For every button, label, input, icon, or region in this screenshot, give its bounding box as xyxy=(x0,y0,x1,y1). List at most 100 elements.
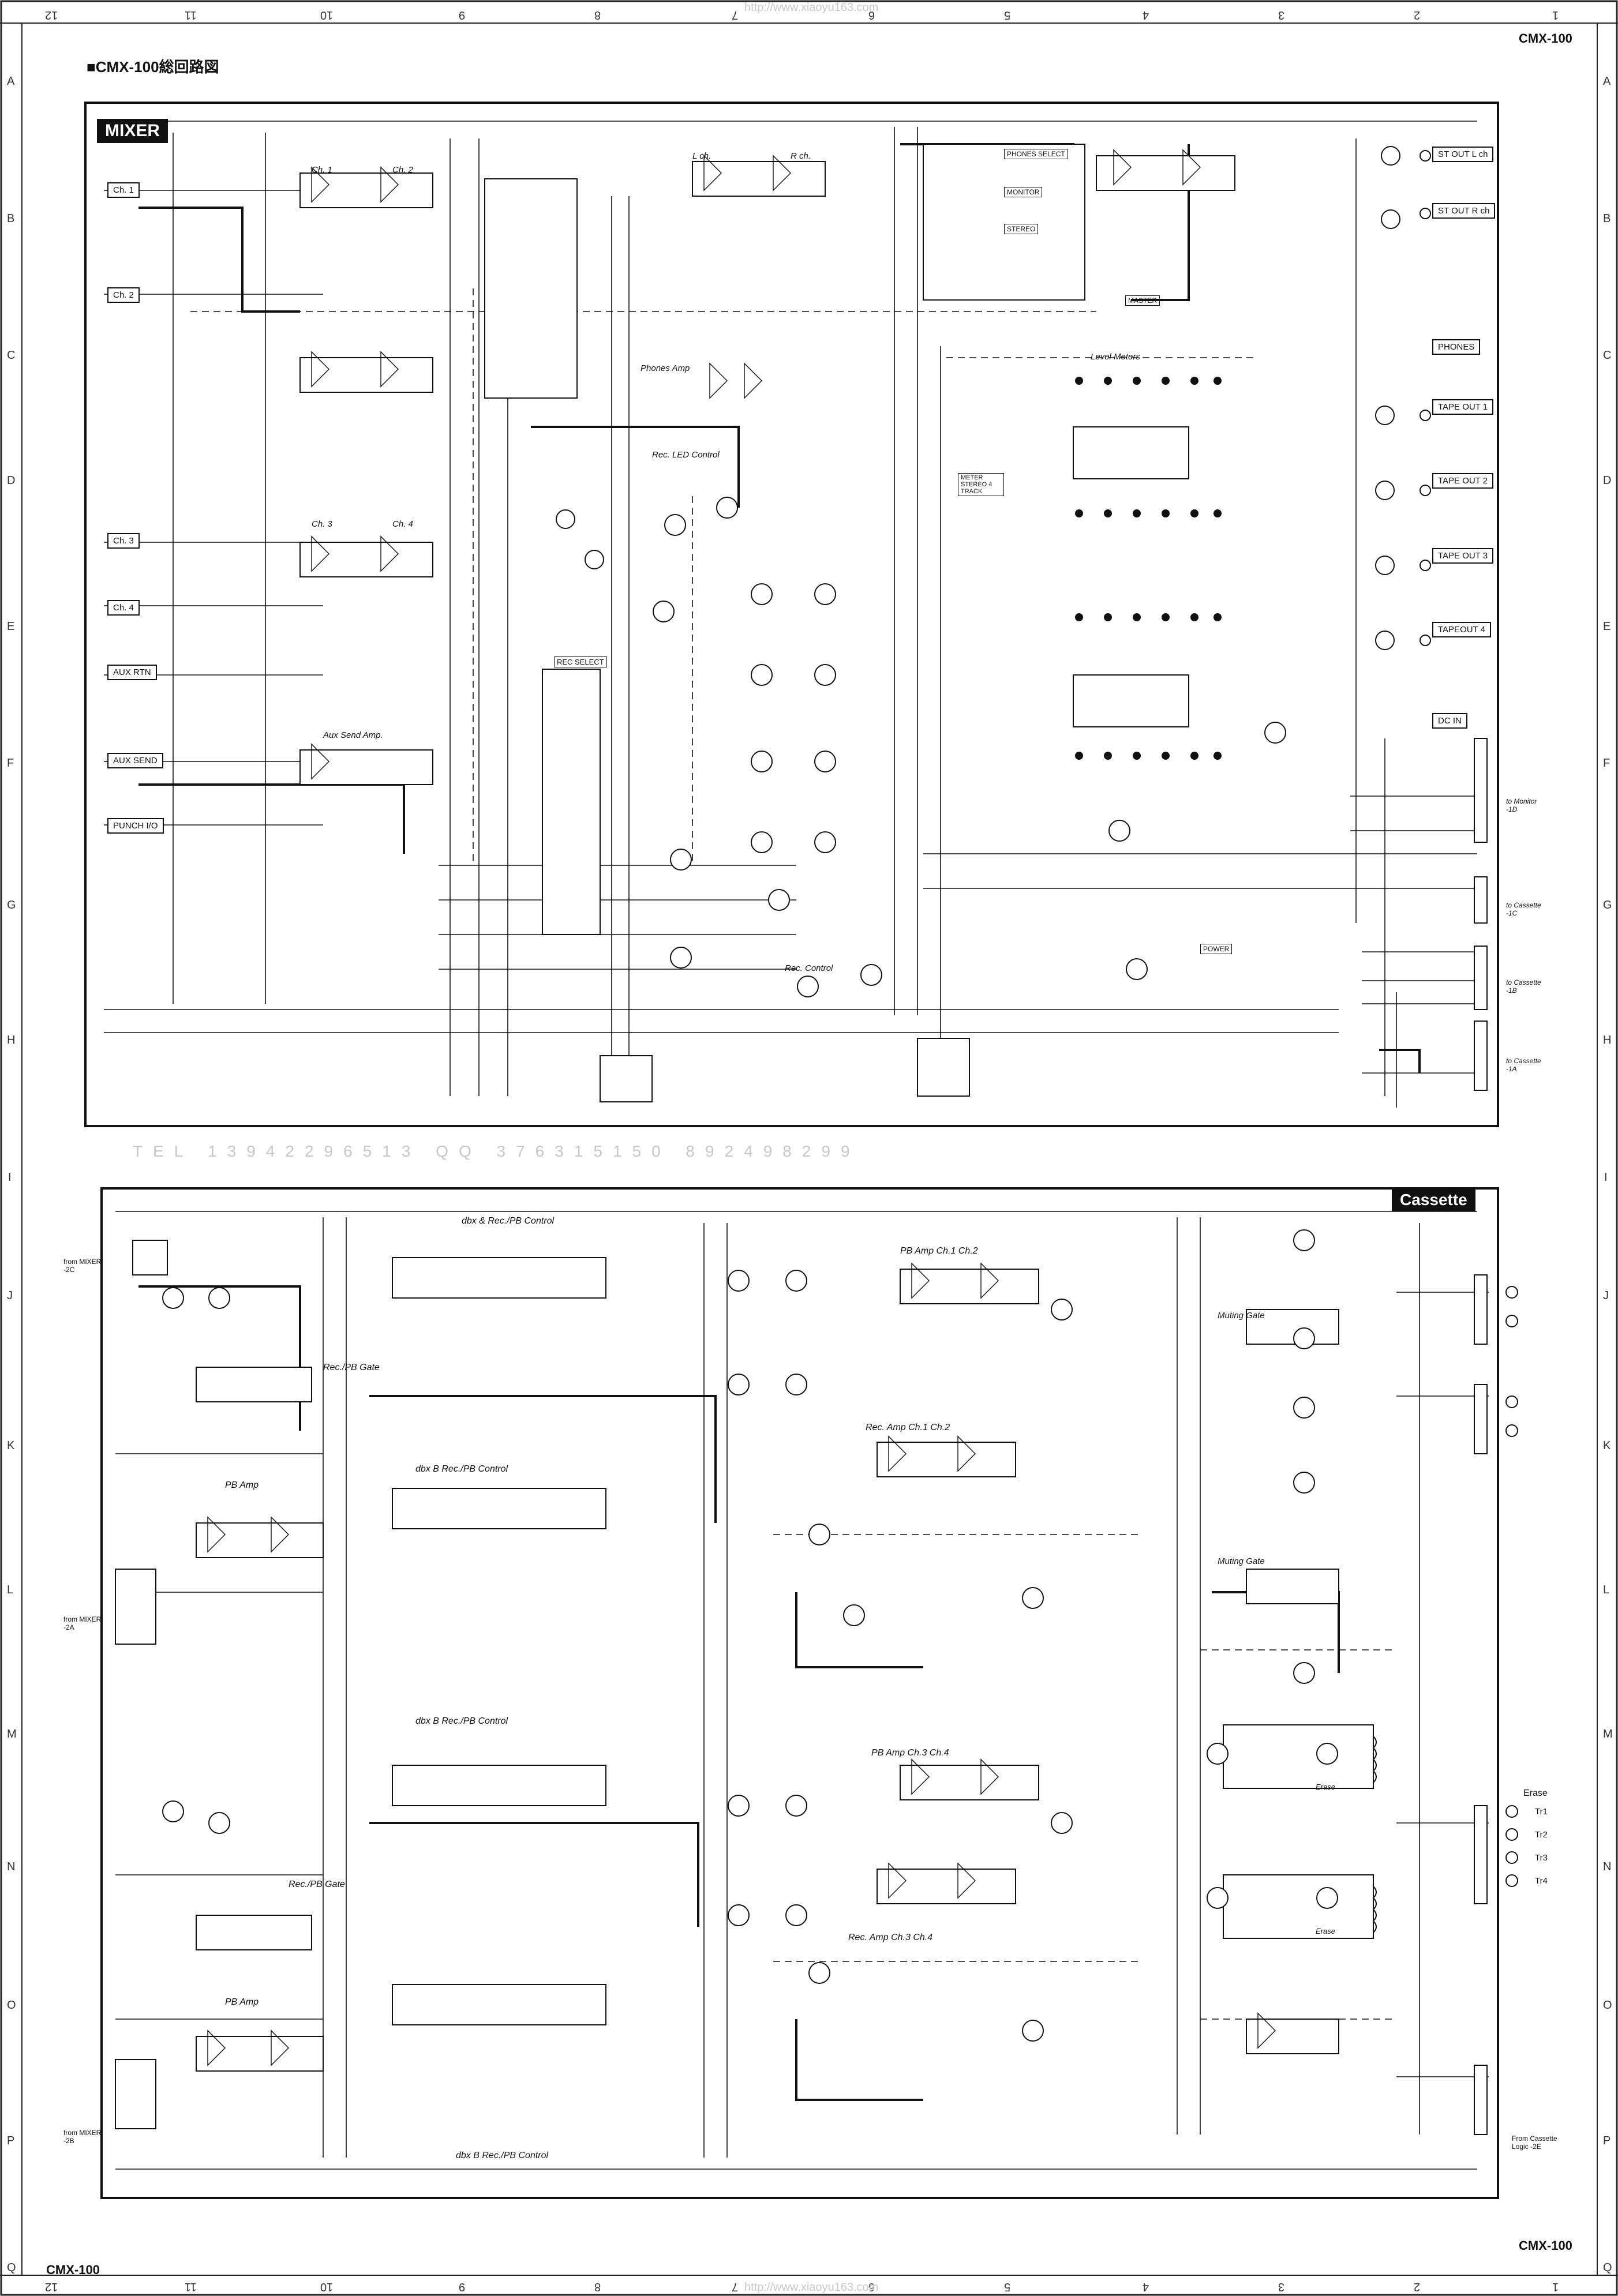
zone-5: 5 xyxy=(1004,9,1011,21)
model-label-bottom-left: CMX-100 xyxy=(46,2263,100,2277)
stereo-label: STEREO xyxy=(1004,224,1039,234)
rec-amp-ch1-ch2-label: Rec. Amp Ch.1 Ch.2 xyxy=(866,1423,950,1432)
muting-gate-ch3-label: Muting Gate xyxy=(1218,1556,1265,1566)
zone-12-bottom: 12 xyxy=(45,2280,58,2293)
zone-letter-q-right: Q xyxy=(1603,2261,1612,2274)
model-label-top: CMX-100 xyxy=(1519,31,1572,46)
zone-5-bottom: 5 xyxy=(1004,2280,1011,2293)
output-tape-out-3-label: TAPE OUT 3 xyxy=(1432,548,1494,564)
output-tape-out-2-label: TAPE OUT 2 xyxy=(1432,473,1494,489)
zone-8-bottom: 8 xyxy=(594,2280,601,2293)
input-punch-io-label: PUNCH I/O xyxy=(107,818,164,834)
to-monitor-note: to Monitor -1D xyxy=(1506,797,1537,813)
meter-stereo-4track-label: METER STEREO 4 TRACK xyxy=(958,473,1004,496)
zone-4-bottom: 4 xyxy=(1143,2280,1149,2293)
zone-letter-f-right: F xyxy=(1603,757,1610,770)
zone-8: 8 xyxy=(594,9,601,21)
zone-letter-a-right: A xyxy=(1603,75,1611,88)
zone-letter-c-right: C xyxy=(1603,349,1612,362)
watermark-phone: TEL 13942296513 QQ 376315150 892498299 xyxy=(133,1142,860,1160)
zone-letter-a: A xyxy=(7,75,15,88)
zone-9: 9 xyxy=(459,9,466,21)
page-title: ■CMX-100総回路図 xyxy=(87,55,219,77)
zone-3-bottom: 3 xyxy=(1278,2280,1285,2293)
phones-amp-label: Phones Amp xyxy=(641,363,690,373)
output-st-out-l-label: ST OUT L ch xyxy=(1432,147,1494,162)
zone-letter-m-right: M xyxy=(1603,1728,1613,1740)
zone-letter-o-right: O xyxy=(1603,1999,1612,2012)
pb-amp-ch3-ch4-label: PB Amp xyxy=(225,1997,259,2007)
level-meters-label: Level Meters xyxy=(1091,352,1140,362)
from-mixer-2c-note: from MIXER -2C xyxy=(63,1258,102,1274)
dbx-rec-pb-control-ch3-label: dbx B Rec./PB Control xyxy=(415,1716,508,1726)
to-cassette-1b-note: to Cassette -1B xyxy=(1506,978,1541,995)
input-aux-rtn-label: AUX RTN xyxy=(107,665,157,680)
zone-2-bottom: 2 xyxy=(1414,2280,1421,2293)
tr3-output-label: Tr3 xyxy=(1535,1853,1548,1863)
zone-10-bottom: 10 xyxy=(320,2280,334,2293)
tr2-output-label: Tr2 xyxy=(1535,1830,1548,1840)
phones-select-label: PHONES SELECT xyxy=(1004,149,1068,159)
mixer-lch-label: L ch. xyxy=(692,151,711,161)
erase-output-label: Erase xyxy=(1523,1788,1548,1798)
zone-letter-l-right: L xyxy=(1603,1584,1610,1596)
zone-letter-i: I xyxy=(8,1171,12,1184)
zone-letter-l: L xyxy=(7,1584,14,1596)
zone-12: 12 xyxy=(45,9,58,21)
zone-letter-e: E xyxy=(7,620,15,633)
zone-letter-j-right: J xyxy=(1603,1289,1609,1302)
zone-letter-e-right: E xyxy=(1603,620,1611,633)
zone-letter-j: J xyxy=(7,1289,13,1302)
zone-letter-b-right: B xyxy=(1603,212,1611,225)
zone-letter-n-right: N xyxy=(1603,1860,1612,1873)
zone-letter-p: P xyxy=(7,2134,15,2147)
output-phones-label: PHONES xyxy=(1432,339,1481,355)
from-mixer-2b-note: from MIXER -2B xyxy=(63,2129,102,2145)
from-cassette-logic-note: From Cassette Logic -2E xyxy=(1512,2134,1557,2151)
zone-letter-b: B xyxy=(7,212,15,225)
zone-1: 1 xyxy=(1552,9,1559,21)
zone-letter-d-right: D xyxy=(1603,474,1612,487)
mixer-rch-label: R ch. xyxy=(791,151,811,161)
zone-letter-d: D xyxy=(7,474,16,487)
to-cassette-1c-note: to Cassette -1C xyxy=(1506,901,1541,917)
tr4-output-label: Tr4 xyxy=(1535,1876,1548,1886)
zone-9-bottom: 9 xyxy=(459,2280,466,2293)
rec-led-control-label: Rec. LED Control xyxy=(652,450,720,460)
zone-letter-f: F xyxy=(7,757,14,770)
zone-2: 2 xyxy=(1414,9,1421,21)
rec-amp-ch3-ch4-label: Rec. Amp Ch.3 Ch.4 xyxy=(848,1933,933,1942)
input-ch3-label: Ch. 3 xyxy=(107,533,140,549)
zone-letter-h: H xyxy=(7,1034,16,1046)
monitor-label: MONITOR xyxy=(1004,187,1043,197)
rec-pb-gate-ch3-label: Rec./PB Gate xyxy=(289,1879,345,1889)
zone-letter-g: G xyxy=(7,899,16,911)
zone-letter-n: N xyxy=(7,1860,16,1873)
aux-send-amp-label: Aux Send Amp. xyxy=(323,730,383,740)
zone-letter-q: Q xyxy=(7,2261,16,2274)
mixer-ch4-amp-label: Ch. 4 xyxy=(392,519,413,529)
zone-11-bottom: 11 xyxy=(185,2280,197,2293)
zone-4: 4 xyxy=(1143,9,1149,21)
mixer-ch3-amp-label: Ch. 3 xyxy=(312,519,332,529)
model-label-bottom-right: CMX-100 xyxy=(1519,2238,1572,2253)
input-ch2-label: Ch. 2 xyxy=(107,287,140,303)
input-aux-send-label: AUX SEND xyxy=(107,753,163,768)
master-label: MASTER xyxy=(1125,295,1160,306)
to-cassette-1a-note: to Cassette -1A xyxy=(1506,1057,1541,1073)
dbx-rec-pb-control-ch2-label: dbx B Rec./PB Control xyxy=(415,1464,508,1474)
zone-7: 7 xyxy=(732,9,739,21)
output-tape-out-1-label: TAPE OUT 1 xyxy=(1432,399,1494,415)
zone-letter-h-right: H xyxy=(1603,1034,1612,1046)
zone-letter-p-right: P xyxy=(1603,2134,1611,2147)
from-mixer-2a-note: from MIXER -2A xyxy=(63,1615,102,1631)
zone-letter-k: K xyxy=(7,1439,15,1452)
watermark-bottom: http://www.xiaoyu163.com xyxy=(744,2281,879,2294)
watermark-top: http://www.xiaoyu163.com xyxy=(744,1,879,14)
tr1-output-label: Tr1 xyxy=(1535,1807,1548,1817)
output-st-out-r-label: ST OUT R ch xyxy=(1432,203,1496,219)
mixer-ch2-amp-label: Ch. 2 xyxy=(392,165,413,175)
dbx-rec-pb-control-ch4-label: dbx B Rec./PB Control xyxy=(456,2151,549,2160)
page-title-text: CMX-100総回路図 xyxy=(95,58,219,76)
zone-letter-g-right: G xyxy=(1603,899,1612,911)
